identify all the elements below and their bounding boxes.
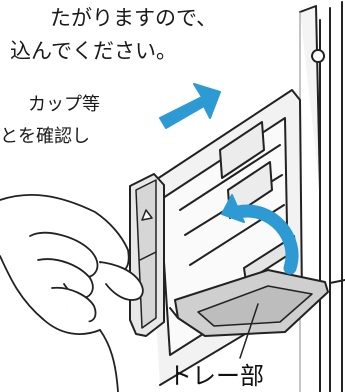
instruction-line-4: とを確認し [0,126,90,147]
hand-illustration [0,193,144,392]
instruction-line-1: たがりますので、 [50,6,218,30]
tray-leader-line [239,303,259,359]
instruction-line-3: カップ等 [28,94,100,115]
tray-label: トレー部 [168,362,264,390]
triangle-icon [141,209,153,221]
tray-front-handle [129,173,165,337]
instruction-line-2: 込んでください。 [10,39,177,63]
tray-bottom [169,269,345,337]
cabinet-frame [299,1,343,392]
rack-back-panel [147,89,303,386]
blue-arrow-icon [159,83,221,129]
curved-arrow-icon [231,204,299,275]
